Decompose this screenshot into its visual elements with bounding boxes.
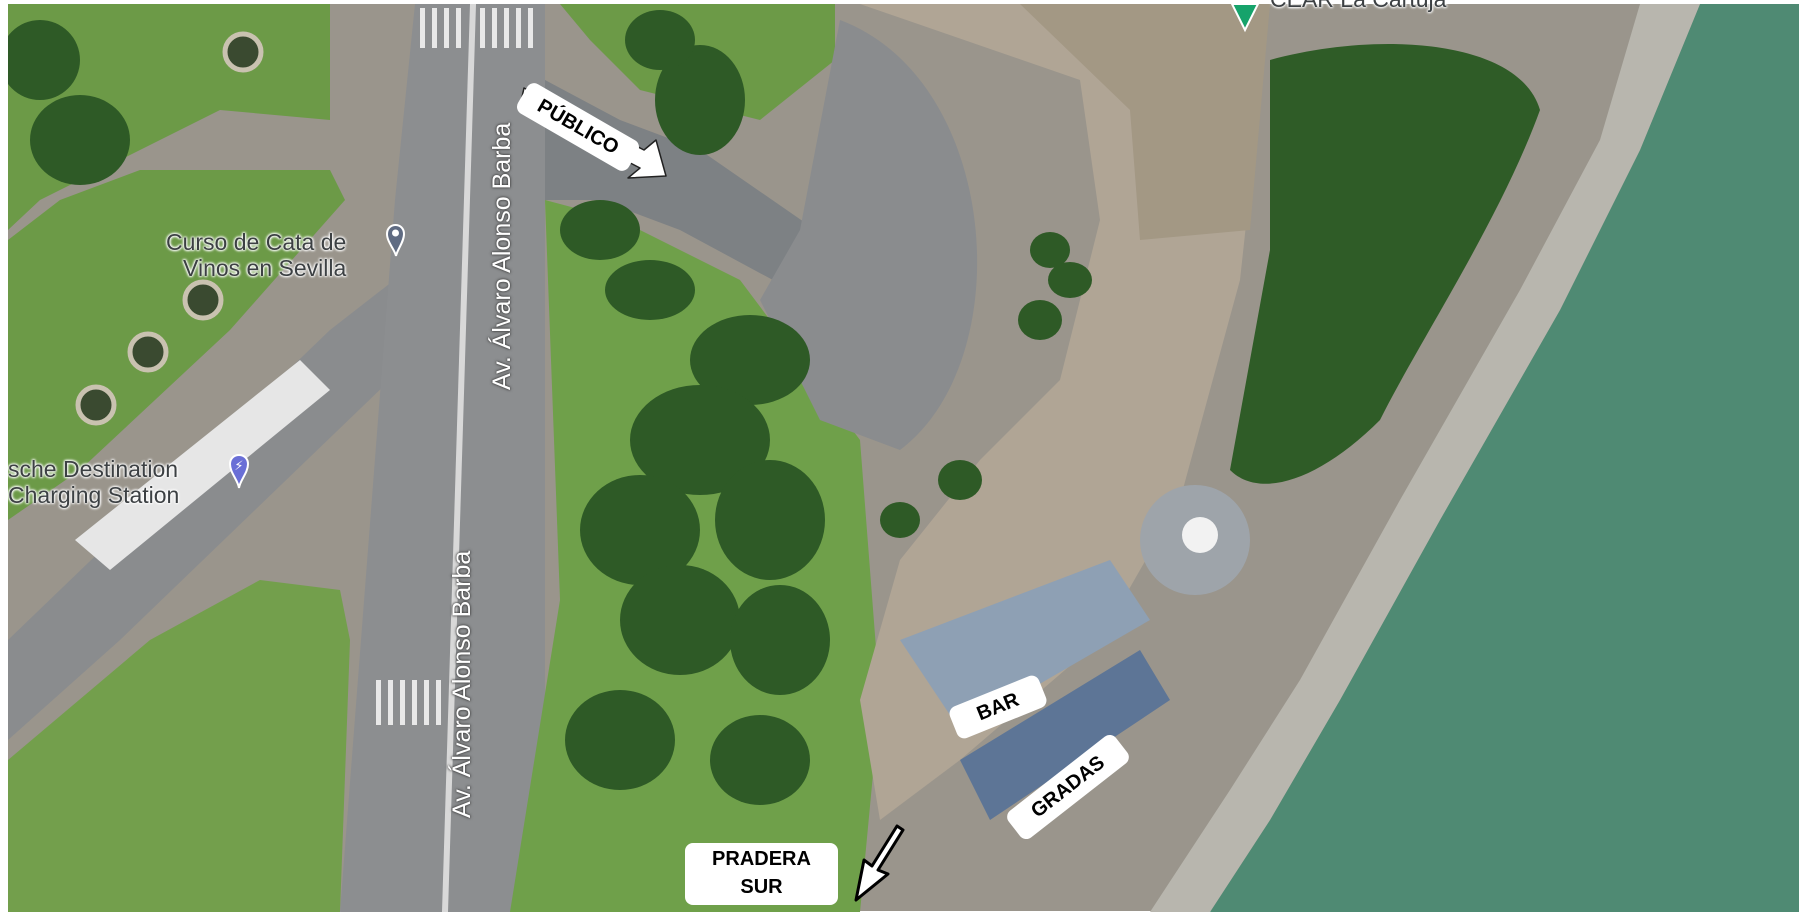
pradera-sur-line1: PRADERA — [712, 848, 811, 870]
lawn-left — [8, 170, 345, 520]
diagonal-road — [8, 260, 470, 740]
crosswalk-bottom — [376, 680, 441, 725]
pradera-sur-line2: SUR — [740, 876, 783, 898]
riverside-promenade — [1150, 4, 1700, 912]
lawn-circles — [75, 31, 264, 426]
poi-label-charging-line1: sche Destination — [8, 456, 179, 482]
poi-label-ceal[interactable]: CEAR La Cartuja — [1270, 0, 1446, 12]
poi-label-wine-course-line2: Vinos en Sevilla — [183, 255, 347, 281]
pradera-sur-tag: PRADERA SUR — [685, 843, 838, 905]
charging-station-pin[interactable]: ⚡ — [228, 454, 250, 489]
grandstand-roof — [900, 560, 1150, 730]
parking-semicircle — [760, 20, 978, 450]
road-label-lower: Av. Álvaro Alonso Barba — [448, 550, 476, 818]
poi-label-charging-station[interactable]: sche Destination Charging Station — [8, 456, 179, 508]
poi-label-charging-line2: Charging Station — [8, 482, 180, 508]
road-label-upper: Av. Álvaro Alonso Barba — [488, 122, 516, 390]
tower-dome — [1182, 517, 1218, 553]
pradera-arrow — [854, 824, 905, 902]
lawn-bottom-left — [8, 580, 350, 912]
svg-text:⚡: ⚡ — [234, 459, 243, 474]
grandstand-seats — [960, 650, 1170, 820]
river — [1210, 4, 1799, 912]
poi-label-wine-course[interactable]: Curso de Cata de Vinos en Sevilla — [166, 229, 346, 281]
crosswalk-top — [420, 8, 533, 48]
road-divider — [442, 4, 476, 912]
trees-right — [1230, 44, 1540, 484]
bus — [75, 360, 330, 570]
poi-label-wine-course-line1: Curso de Cata de — [166, 229, 347, 255]
park-trees — [0, 10, 1092, 805]
poi-pin[interactable] — [385, 224, 406, 257]
palm-promenade — [1020, 4, 1270, 240]
